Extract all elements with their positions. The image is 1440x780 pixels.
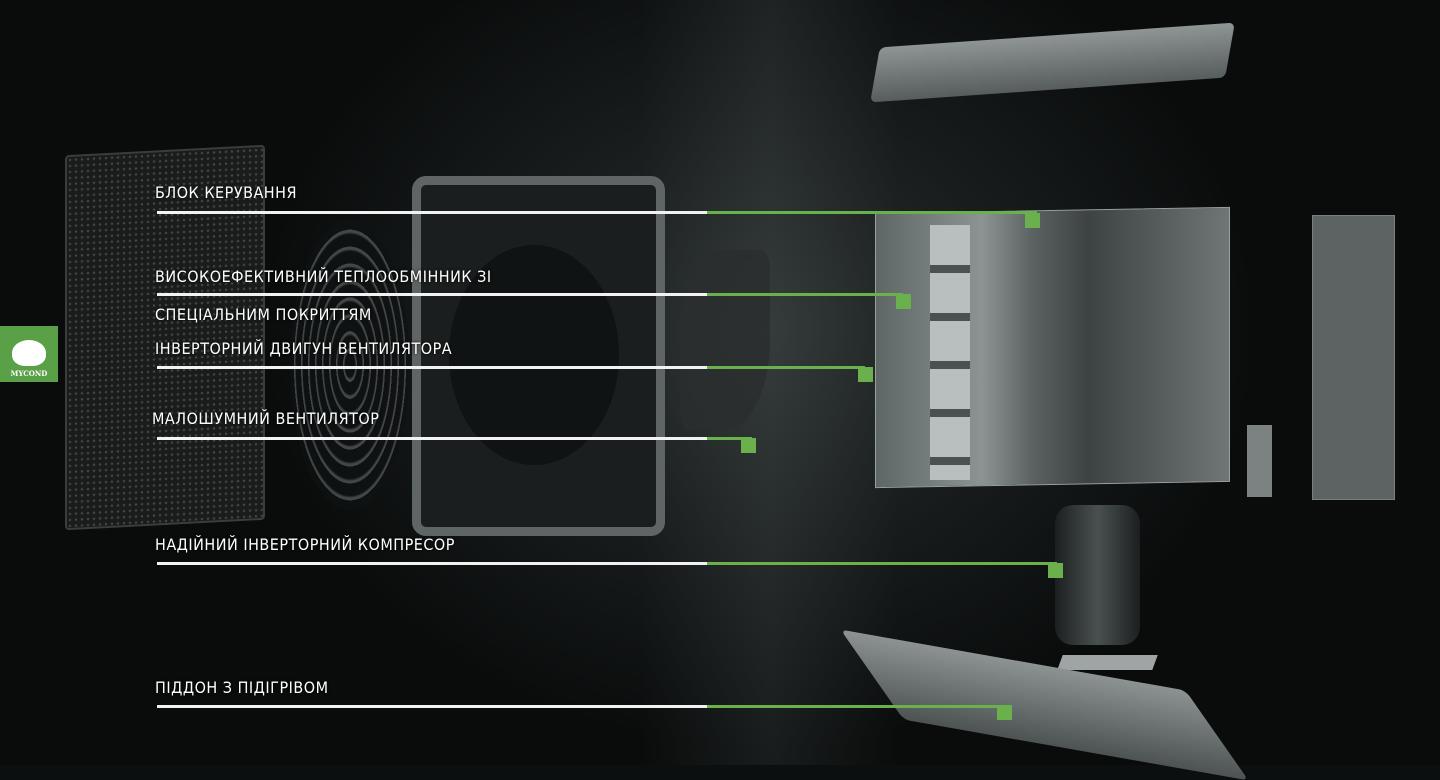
heat-exchanger-and-control-unit [875,206,1230,489]
marker [1048,563,1063,578]
front-panel [412,176,665,536]
mycond-logo[interactable]: MYCOND [0,326,58,382]
marker [896,294,911,309]
leader-line-accent [707,437,752,440]
leader-line [157,366,707,369]
label-control-unit: БЛОК КЕРУВАННЯ [155,183,297,202]
fan-opening [449,245,619,465]
valve-bracket [1247,425,1272,497]
fan-blade [680,250,770,430]
leader-line [157,705,707,708]
compressor-base [1057,655,1158,670]
leader-line [157,293,707,296]
marker [741,438,756,453]
leader-line-accent [707,366,865,369]
label-heat-exchanger-2: СПЕЦІАЛЬНИМ ПОКРИТТЯМ [155,305,372,324]
leader-line-accent [707,211,1037,214]
front-grille [65,144,265,531]
leader-line-accent [707,562,1057,565]
label-heat-exchanger-1: ВИСОКОЕФЕКТИВНИЙ ТЕПЛООБМІННИК ЗІ [155,267,492,286]
logo-text: MYCOND [10,369,48,378]
leader-line [157,562,707,565]
label-base-tray: ПІДДОН З ПІДІГРІВОМ [155,678,329,697]
compressor [1055,505,1140,645]
side-panel [1312,215,1395,500]
label-compressor: НАДІЙНИЙ ІНВЕРТОРНИЙ КОМПРЕСОР [155,535,455,554]
leader-line [157,211,707,214]
leader-line [157,437,707,440]
leader-line-accent [707,293,903,296]
motor-bracket [930,225,970,480]
tree-icon [12,340,46,366]
label-fan-motor: ІНВЕРТОРНИЙ ДВИГУН ВЕНТИЛЯТОРА [155,339,453,358]
marker [997,705,1012,720]
marker [858,367,873,382]
fan-guard [290,220,410,510]
label-fan: МАЛОШУМНИЙ ВЕНТИЛЯТОР [152,409,380,428]
marker [1025,213,1040,228]
leader-line-accent [707,705,1005,708]
